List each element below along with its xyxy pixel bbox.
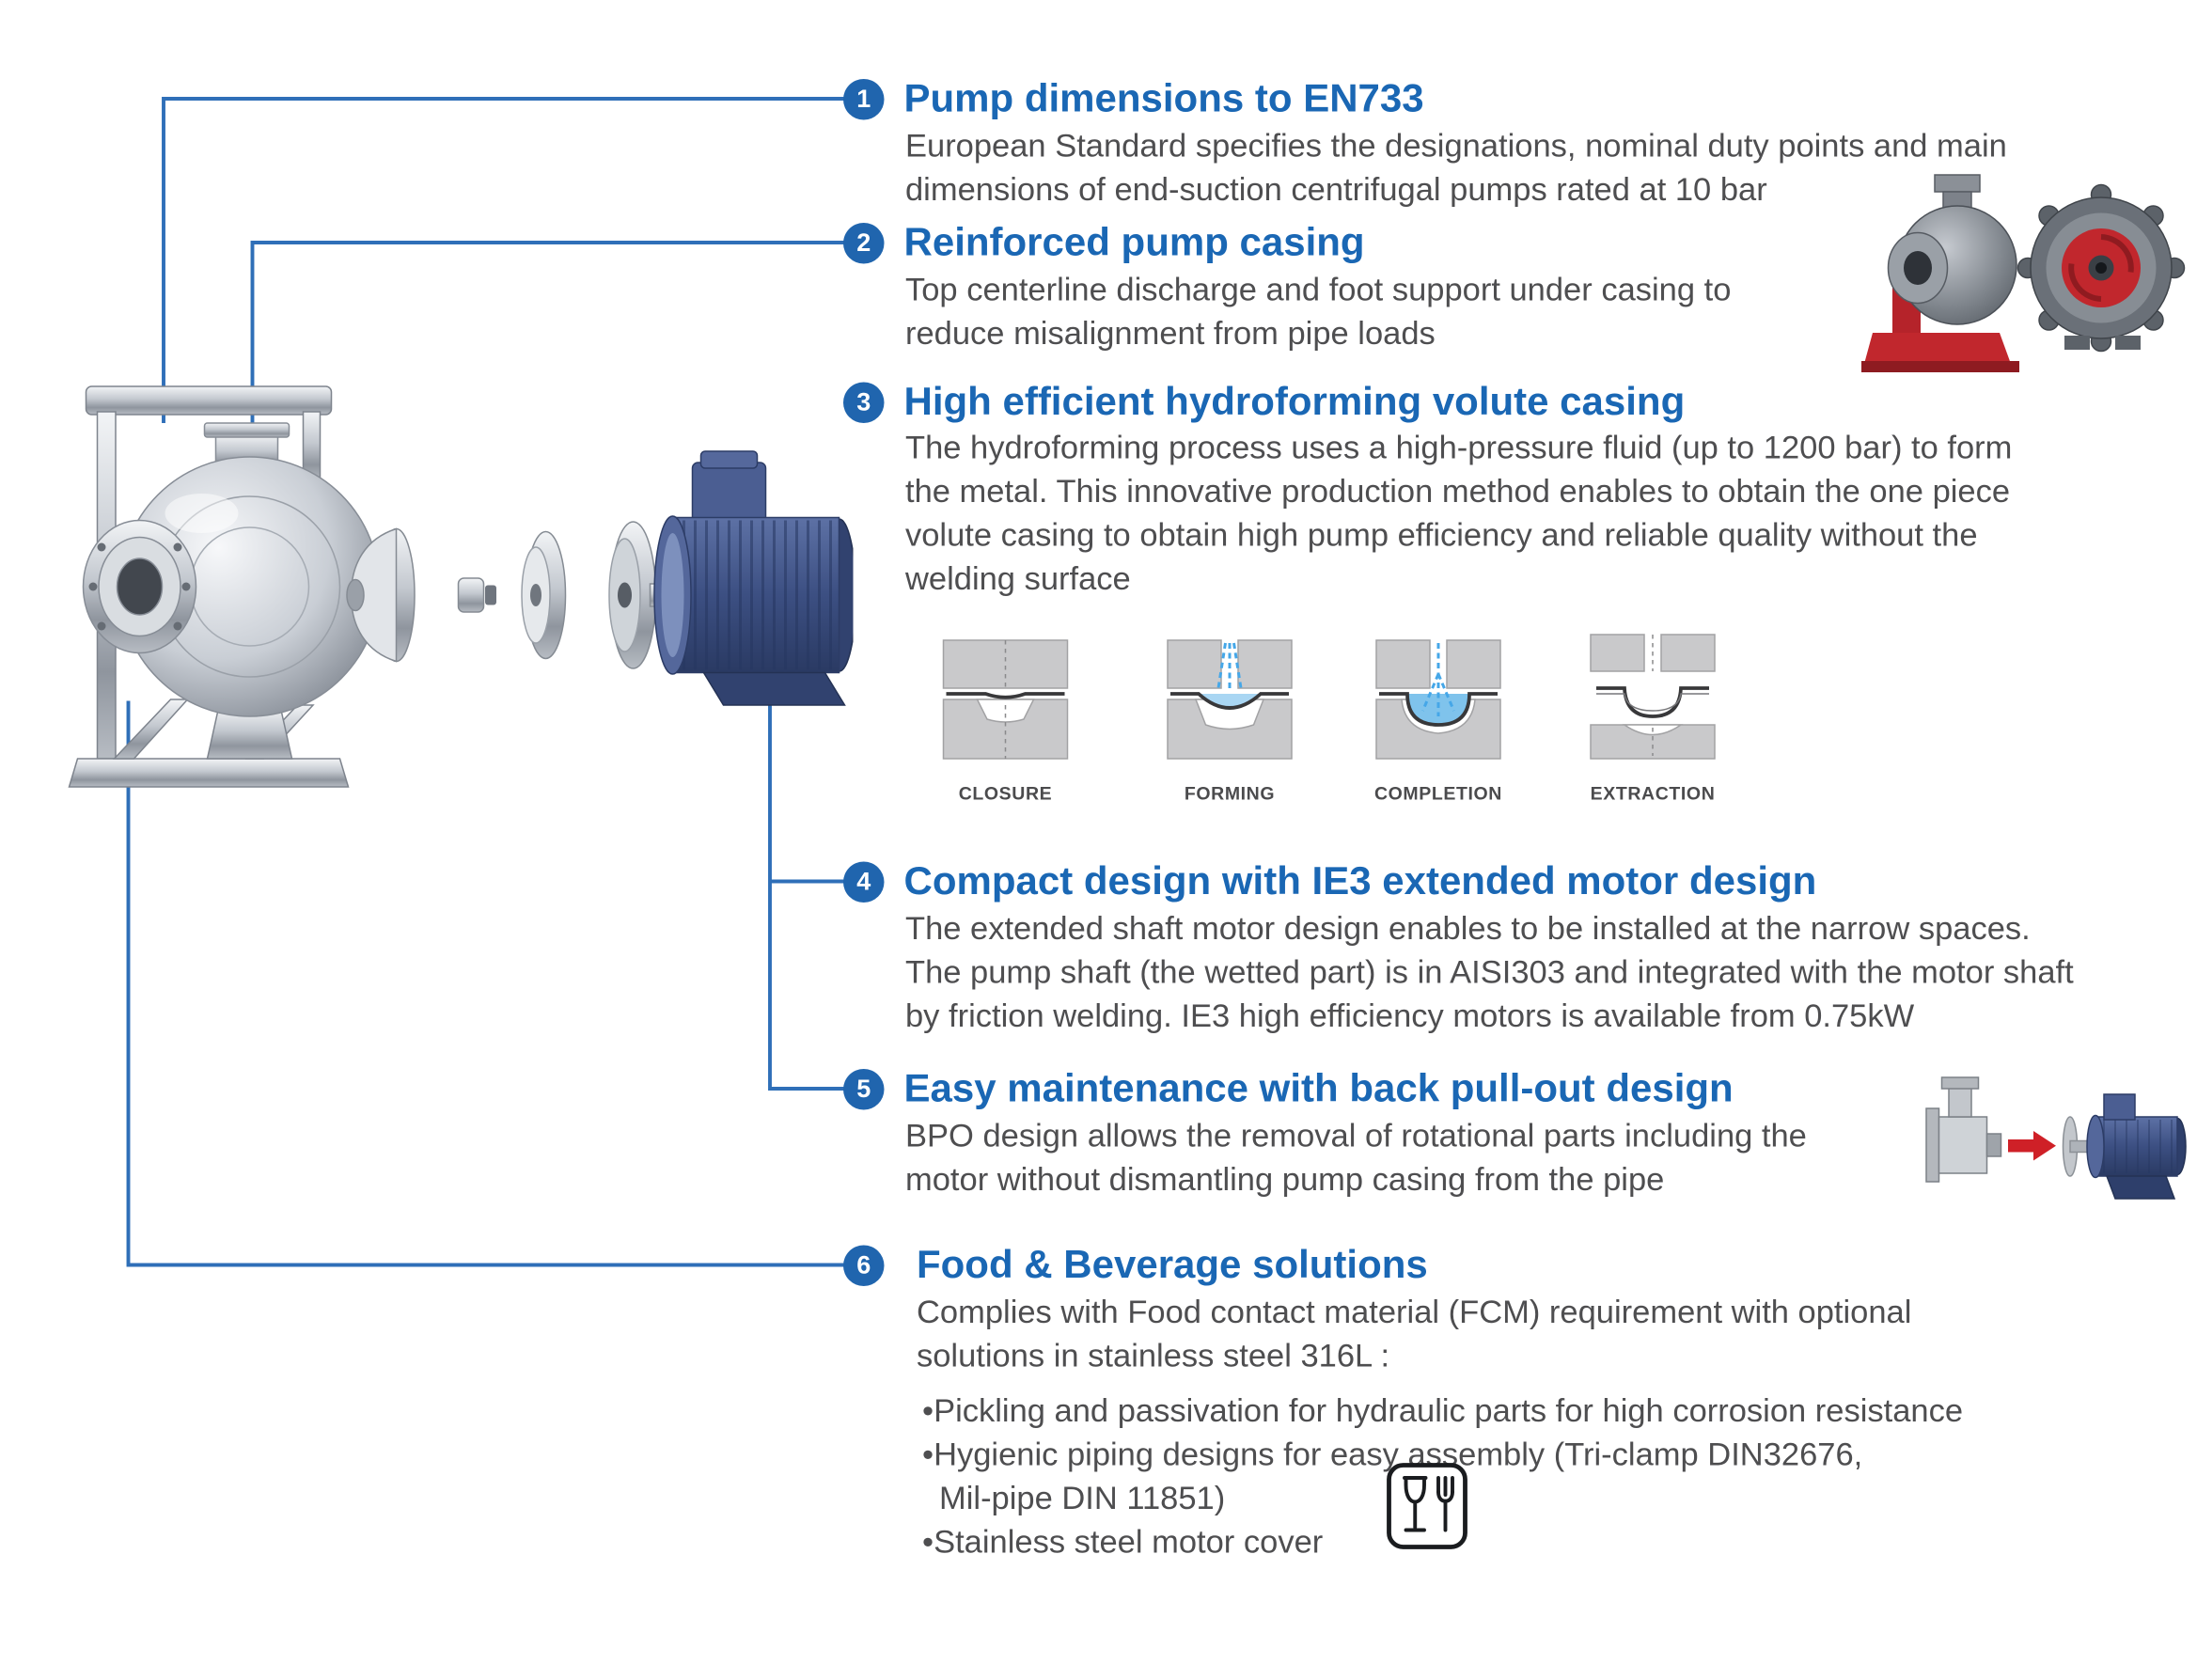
food-contact-glass-fork-icon [1385,1461,1469,1551]
feature-badge-3: 3 [843,382,885,423]
step-label-completion: COMPLETION [1373,782,1502,805]
red-pullout-arrow [2008,1131,2056,1161]
step-label-extraction: EXTRACTION [1590,782,1716,805]
bullet-pickling: •Pickling and passivation for hydraulic … [922,1391,1964,1429]
exploded-pump-illustration [36,353,854,840]
feature-body-2: Top centerline discharge and foot suppor… [905,271,1732,352]
extraction-diagram [1590,634,1716,760]
feature-body-1: European Standard specifies the designat… [905,127,2007,208]
feature-6-bullet-list: •Pickling and passivation for hydraulic … [922,1390,2191,1564]
feature-title-4: Compact design with IE3 extended motor d… [903,858,1817,903]
step-label-forming: FORMING [1184,782,1276,805]
completion-diagram [1375,639,1501,760]
feature-title-6: Food & Beverage solutions [917,1242,1428,1287]
pump-casing-renders [1859,152,2186,378]
closure-diagram [942,639,1069,760]
feature-body-6: Complies with Food contact material (FCM… [917,1293,1912,1374]
step-label-closure: CLOSURE [958,782,1053,805]
feature-title-1: Pump dimensions to EN733 [903,76,1424,120]
feature-title-3: High efficient hydroforming volute casin… [903,379,1686,424]
feature-body-4: The extended shaft motor design enables … [905,909,2074,1034]
hydroforming-step-completion: COMPLETION [1368,632,1509,804]
forming-diagram [1167,639,1293,760]
feature-badge-4: 4 [843,861,885,903]
hydroforming-step-extraction: EXTRACTION [1582,632,1723,804]
feature-title-5: Easy maintenance with back pull-out desi… [903,1066,1734,1110]
bullet-hygienic-piping: •Hygienic piping designs for easy assemb… [922,1436,1863,1516]
hydroforming-step-closure: CLOSURE [935,632,1076,804]
feature-body-5: BPO design allows the removal of rotatio… [905,1117,1807,1198]
feature-badge-1: 1 [843,79,885,120]
feature-title-2: Reinforced pump casing [903,220,1365,264]
feature-badge-6: 6 [843,1245,885,1286]
feature-badge-5: 5 [843,1069,885,1110]
hydroforming-step-forming: FORMING [1159,632,1300,804]
feature-badge-2: 2 [843,223,885,264]
bullet-stainless-cover: •Stainless steel motor cover [922,1523,1324,1560]
feature-body-3: The hydroforming process uses a high-pre… [905,429,2013,597]
back-pull-out-illustration [1921,1069,2197,1216]
